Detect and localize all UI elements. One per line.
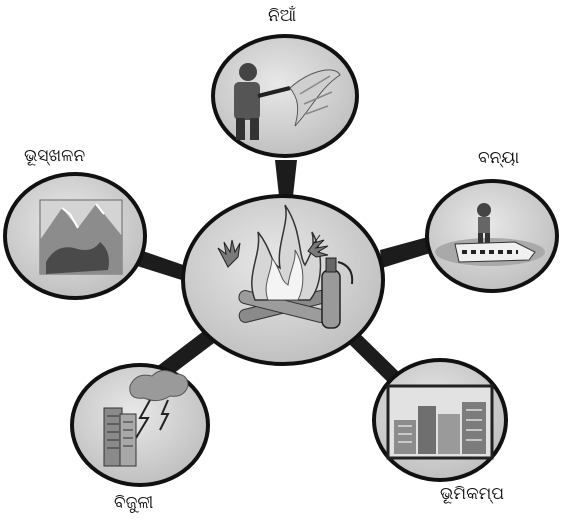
label-landslide: ଭୂସ୍ଖଳନ [24,146,85,166]
label-lightning: ବିଜୁଳୀ [114,493,153,513]
circle-landslide [5,174,145,298]
center-circle [183,196,383,364]
circle-earthquake [374,360,506,480]
label-flood: ବନ୍ୟା [478,148,519,168]
landslide-illustration [40,200,122,274]
circle-lightning [72,365,208,485]
label-earthquake: ଭୂମିକମ୍ପ [440,484,504,504]
circle-flood [427,181,557,291]
label-fire: ନିଆଁ [268,6,296,26]
earthquake-illustration [388,386,492,458]
circle-fire [213,36,357,156]
